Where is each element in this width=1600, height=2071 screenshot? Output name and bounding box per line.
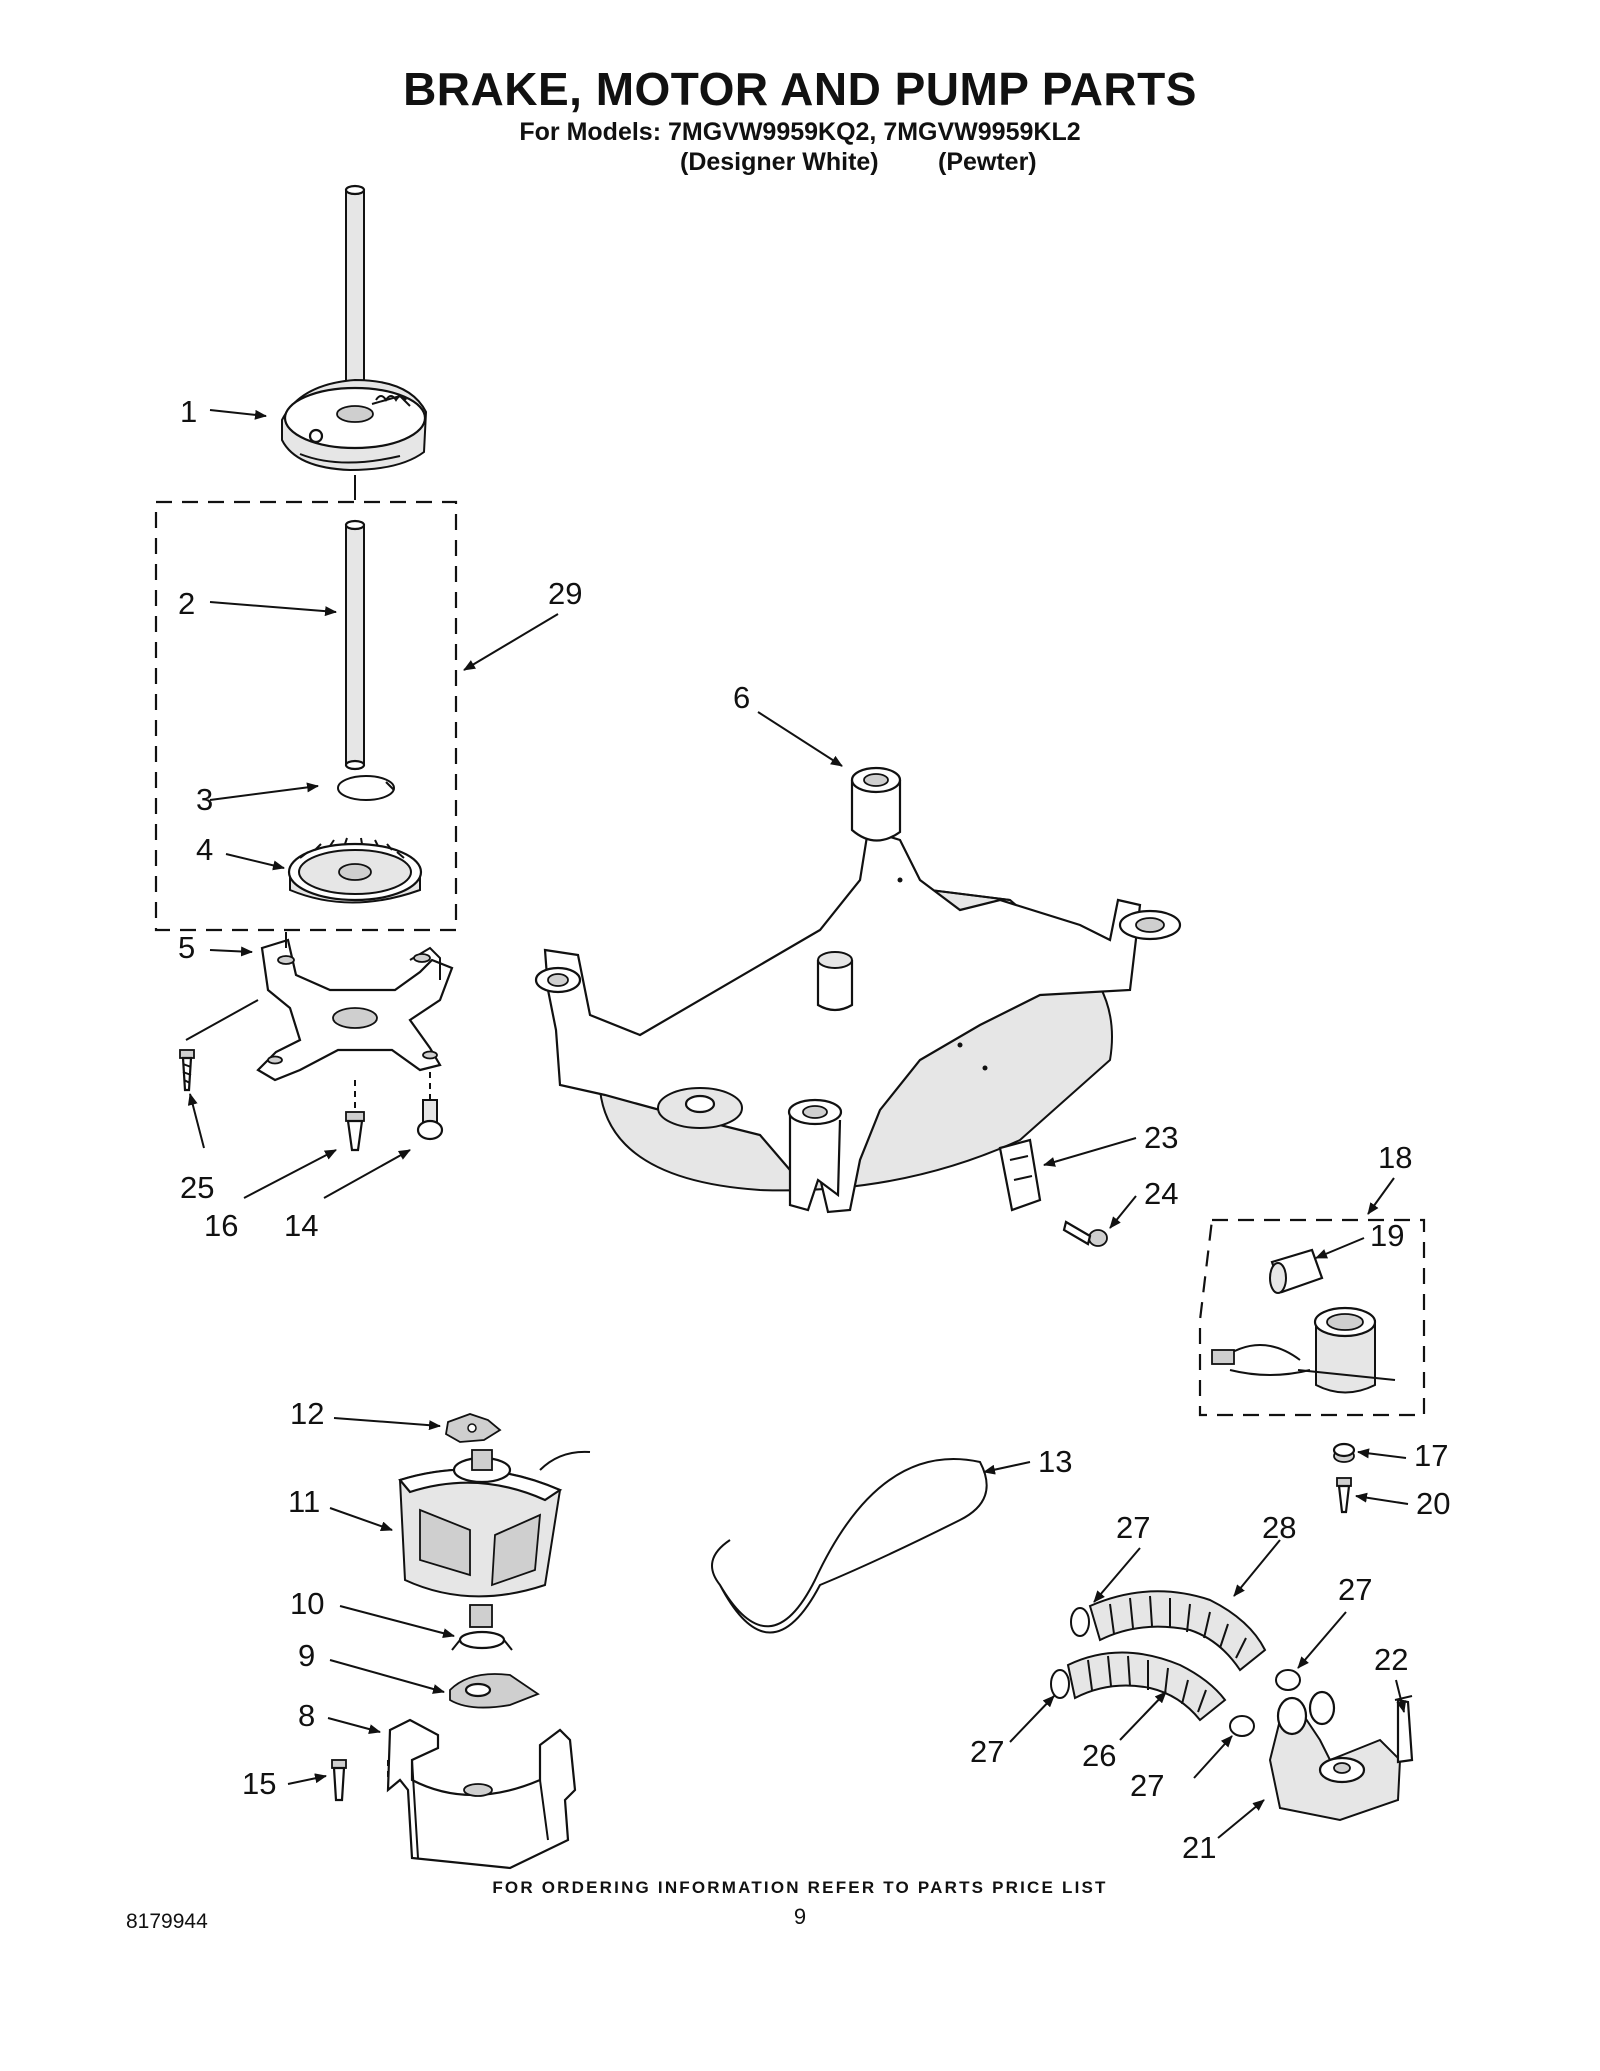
callout-16: 16 bbox=[204, 1208, 238, 1243]
part-27-hose-clamp-b bbox=[1050, 1669, 1070, 1699]
part-18-pump-motor bbox=[1211, 1306, 1396, 1394]
callout-18: 18 bbox=[1378, 1140, 1412, 1175]
part-27-hose-clamp-a bbox=[1070, 1607, 1090, 1637]
callout-10: 10 bbox=[290, 1586, 324, 1621]
part-17-nut bbox=[1332, 1442, 1356, 1463]
callout-19: 19 bbox=[1370, 1218, 1404, 1253]
part-20-screw bbox=[1336, 1477, 1352, 1514]
callout-1: 1 bbox=[180, 394, 197, 429]
ordering-note: FOR ORDERING INFORMATION REFER TO PARTS … bbox=[492, 1878, 1108, 1897]
variant-designer-white: (Designer White) bbox=[680, 148, 879, 176]
part-11-drive-motor bbox=[398, 1449, 591, 1598]
part-8-motor-mount bbox=[386, 1718, 577, 1870]
callout-26: 26 bbox=[1082, 1738, 1116, 1773]
callout-12: 12 bbox=[290, 1396, 324, 1431]
callout-3: 3 bbox=[196, 782, 213, 817]
page-number: 9 bbox=[793, 1904, 807, 1929]
callout-2: 2 bbox=[178, 586, 195, 621]
models-line: For Models: 7MGVW9959KQ2, 7MGVW9959KL2 bbox=[519, 118, 1081, 146]
callout-17: 17 bbox=[1414, 1438, 1448, 1473]
callout-11: 11 bbox=[288, 1484, 320, 1519]
callout-15: 15 bbox=[242, 1766, 276, 1801]
callout-8: 8 bbox=[298, 1698, 315, 1733]
callout-leaders bbox=[187, 409, 1409, 1839]
callout-24: 24 bbox=[1144, 1176, 1178, 1211]
document-number: 8179944 bbox=[126, 1910, 208, 1933]
part-4-drive-gear bbox=[287, 837, 423, 904]
callout-27-a: 27 bbox=[1116, 1510, 1150, 1545]
part-28-hose bbox=[1088, 1590, 1267, 1672]
part-3-retaining-ring bbox=[337, 775, 395, 801]
part-10-clip bbox=[451, 1604, 513, 1651]
callout-23: 23 bbox=[1144, 1120, 1178, 1155]
page-title: BRAKE, MOTOR AND PUMP PARTS bbox=[403, 63, 1197, 115]
part-5-mounting-bracket bbox=[256, 932, 454, 1082]
callout-6: 6 bbox=[733, 680, 750, 715]
part-2-shaft bbox=[344, 519, 366, 771]
callout-25: 25 bbox=[180, 1170, 214, 1205]
part-21-pump bbox=[1268, 1690, 1402, 1822]
part-6-transmission-base bbox=[534, 766, 1182, 1214]
part-15-screw bbox=[331, 1759, 389, 1802]
callout-21: 21 bbox=[1182, 1830, 1216, 1865]
part-13-drive-belt bbox=[711, 1458, 988, 1634]
part-9-motor-pulley-cam bbox=[449, 1673, 540, 1709]
part-27-hose-clamp-c bbox=[1275, 1669, 1301, 1691]
callout-27-d: 27 bbox=[1130, 1768, 1164, 1803]
part-24-screw bbox=[1062, 1220, 1108, 1247]
callout-5: 5 bbox=[178, 930, 195, 965]
callout-9: 9 bbox=[298, 1638, 315, 1673]
part-19-capacitor bbox=[1269, 1248, 1324, 1294]
part-14-shoulder-bolt bbox=[416, 1072, 444, 1141]
callout-22: 22 bbox=[1374, 1642, 1408, 1677]
callout-14: 14 bbox=[284, 1208, 318, 1243]
part-25-screw bbox=[179, 1049, 195, 1092]
part-27-hose-clamp-d bbox=[1229, 1715, 1255, 1737]
part-25-leader bbox=[185, 999, 259, 1041]
part-12-coupler bbox=[445, 1413, 502, 1443]
callout-28: 28 bbox=[1262, 1510, 1296, 1545]
callout-29: 29 bbox=[548, 576, 582, 611]
callout-27-b: 27 bbox=[1338, 1572, 1372, 1607]
part-26-hose bbox=[1066, 1651, 1227, 1722]
part-16-screw bbox=[345, 1080, 365, 1152]
callout-20: 20 bbox=[1416, 1486, 1450, 1521]
variant-pewter: (Pewter) bbox=[938, 148, 1037, 176]
callout-4: 4 bbox=[196, 832, 213, 867]
callout-27-c: 27 bbox=[970, 1734, 1004, 1769]
part-23-clip bbox=[998, 1138, 1042, 1212]
kit-18-boundary bbox=[1198, 1218, 1426, 1417]
callout-13: 13 bbox=[1038, 1444, 1072, 1479]
part-1-brake-assembly bbox=[281, 184, 428, 500]
